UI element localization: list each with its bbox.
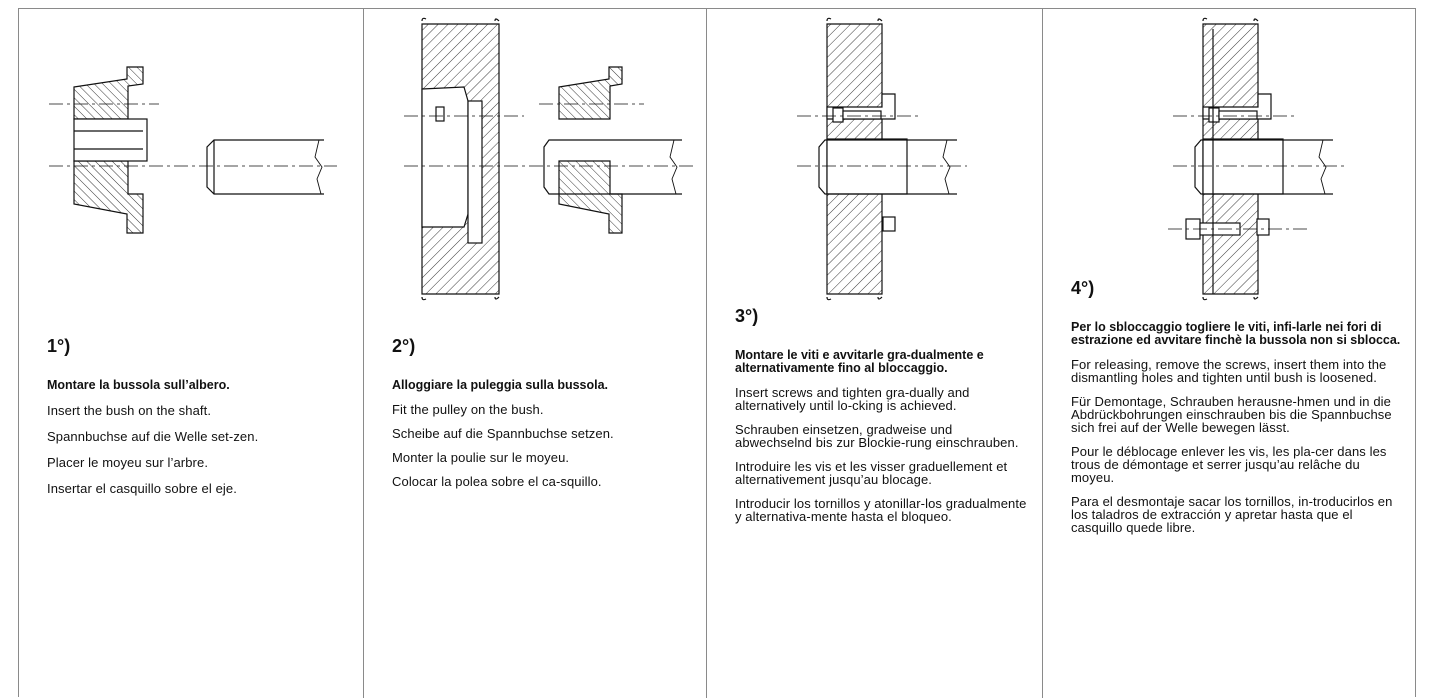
step-number: 1°) [47, 336, 71, 356]
step-lead-instruction: Alloggiare la puleggia sulla bussola. [392, 378, 609, 392]
step-text-es: Insertar el casquillo sobre el eje. [47, 481, 237, 496]
instruction-sheet: 1°) Montare la bussola sull’albero. Inse… [18, 8, 1417, 698]
step-text-es: Introducir los tornillos y atonillar-los… [735, 496, 1027, 524]
step-text-fr: Introduire les vis et les visser graduel… [735, 459, 1008, 487]
step-4-diagram [1168, 17, 1348, 301]
step-3-panel: 3°) Montare le viti e avvitarle gra-dual… [706, 9, 1042, 698]
step-3-diagram [797, 17, 967, 301]
step-4-panel: 4°) Per lo sbloccaggio togliere le viti,… [1042, 9, 1417, 698]
step-number: 2°) [392, 336, 416, 356]
step-text-es: Colocar la polea sobre el ca-squillo. [392, 474, 602, 489]
step-text-en: Insert the bush on the shaft. [47, 403, 212, 418]
step-text-es: Para el desmontaje sacar los tornillos, … [1071, 494, 1393, 535]
step-text-fr: Monter la poulie sur le moyeu. [392, 450, 570, 465]
step-1-diagram [49, 66, 337, 234]
step-2-panel: 2°) Alloggiare la puleggia sulla bussola… [363, 9, 706, 698]
step-text-de: Schrauben einsetzen, gradweise und abwec… [735, 422, 1019, 450]
step-1-panel: 1°) Montare la bussola sull’albero. Inse… [19, 9, 363, 698]
step-2-diagram [404, 17, 694, 301]
step-lead-instruction: Montare le viti e avvitarle gra-dualment… [735, 348, 984, 375]
step-text-fr: Placer le moyeu sur l’arbre. [47, 455, 209, 470]
step-text-en: Insert screws and tighten gra-dually and… [735, 385, 970, 413]
step-text-en: Fit the pulley on the bush. [392, 402, 544, 417]
step-text-fr: Pour le déblocage enlever les vis, les p… [1071, 444, 1387, 485]
step-number: 3°) [735, 306, 759, 326]
step-text-en: For releasing, remove the screws, insert… [1071, 357, 1387, 385]
step-text-de: Für Demontage, Schrauben herausne-hmen u… [1071, 394, 1392, 435]
step-number: 4°) [1071, 278, 1095, 298]
step-lead-instruction: Montare la bussola sull’albero. [47, 378, 230, 392]
step-text-de: Spannbuchse auf die Welle set-zen. [47, 429, 259, 444]
step-lead-instruction: Per lo sbloccaggio togliere le viti, inf… [1071, 320, 1401, 347]
step-text-de: Scheibe auf die Spannbuchse setzen. [392, 426, 614, 441]
